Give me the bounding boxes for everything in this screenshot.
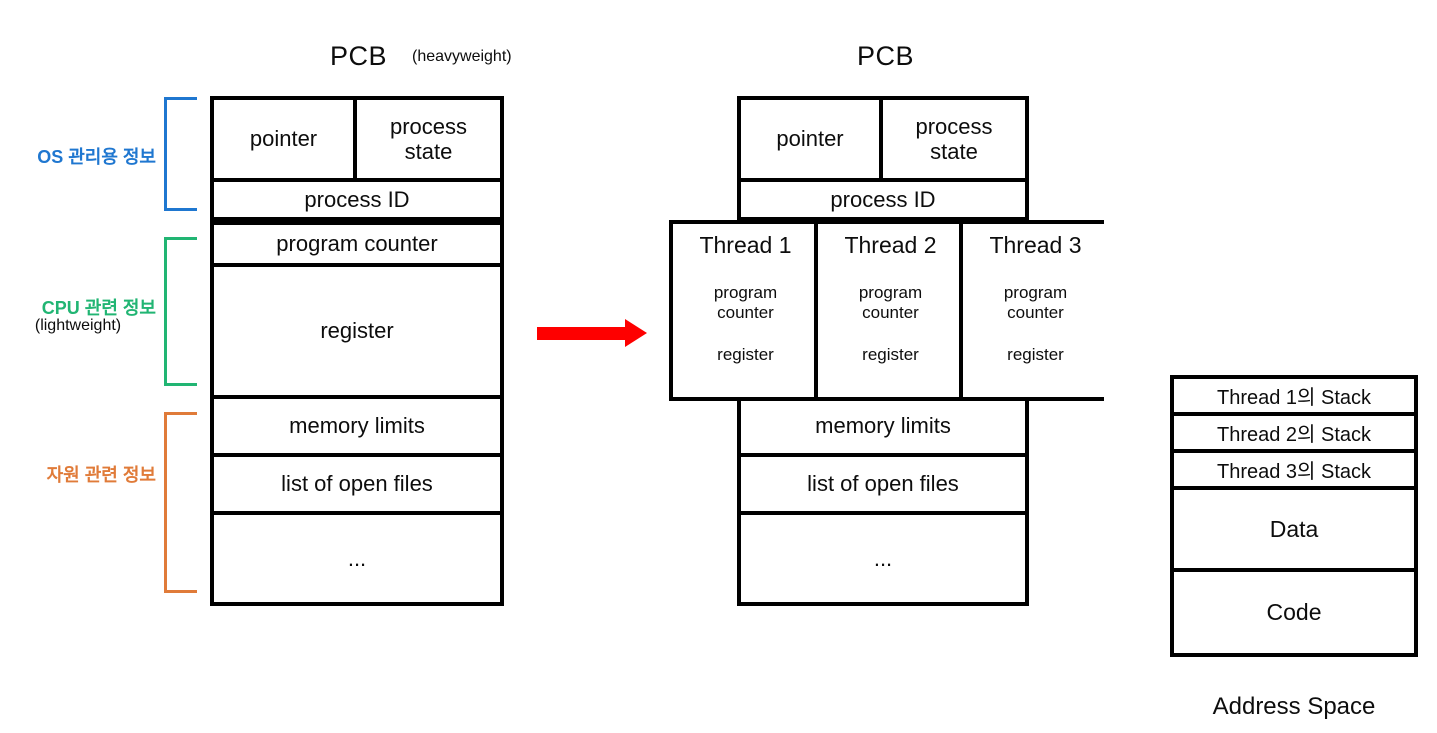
thread-divider-2	[959, 224, 963, 397]
pcb-left-process-id-cell: process ID	[210, 178, 504, 221]
address-space-row-label: Code	[1266, 599, 1322, 625]
thread-panel: Thread 1 program counter register Thread…	[669, 220, 1108, 401]
pcb-left-process-id-label: process ID	[304, 186, 410, 212]
left-pcb-title: PCB	[330, 41, 388, 71]
address-space-row-label: Thread 1의 Stack	[1216, 387, 1372, 409]
address-space-row-thread1-stack: Thread 1의 Stack	[1170, 375, 1418, 416]
bracket-sublabel-cpu-info: (lightweight)	[34, 317, 122, 334]
thread-cell-3: Thread 3 program counter register	[963, 224, 1108, 397]
pcb-right-process-id-cell: process ID	[737, 178, 1029, 221]
thread-cell-1: Thread 1 program counter register	[673, 224, 818, 397]
pcb-left-pointer-cell: pointer	[210, 96, 357, 182]
address-space-row-code: Code	[1170, 568, 1418, 657]
pcb-left: pointer process state process ID program…	[210, 96, 504, 606]
address-space-row-label: Thread 2의 Stack	[1216, 424, 1372, 446]
pcb-left-ellipsis-cell: ...	[210, 511, 504, 606]
address-space-diagram: Thread 1의 Stack Thread 2의 Stack Thread 3…	[1170, 375, 1418, 663]
pcb-left-process-state-cell: process state	[353, 96, 504, 182]
pcb-right-ellipsis-label: ...	[873, 545, 893, 571]
pcb-left-process-state-label: process state	[389, 113, 468, 164]
pcb-right-process-state-cell: process state	[879, 96, 1029, 182]
pcb-left-open-files-cell: list of open files	[210, 453, 504, 515]
thread-cell-2: Thread 2 program counter register	[818, 224, 963, 397]
address-space-row-label: Data	[1269, 515, 1319, 542]
pcb-left-program-counter-label: program counter	[276, 231, 438, 257]
thread-2-title: Thread 2	[844, 232, 937, 258]
pcb-left-register-label: register	[320, 318, 394, 344]
thread-3-program-counter: program counter	[1003, 283, 1068, 323]
pcb-right-memory-limits-cell: memory limits	[737, 395, 1029, 457]
pcb-left-pointer-label: pointer	[249, 126, 318, 152]
pcb-left-memory-limits-cell: memory limits	[210, 395, 504, 457]
bracket-os-info	[164, 97, 197, 211]
left-pcb-title-note: (heavyweight)	[412, 48, 512, 65]
thread-1-register: register	[717, 345, 774, 365]
pcb-left-open-files-label: list of open files	[281, 471, 433, 497]
bracket-label-cpu-info: CPU 관련 정보	[41, 298, 156, 318]
address-space-row-label: Thread 3의 Stack	[1216, 461, 1372, 483]
address-space-row-thread3-stack: Thread 3의 Stack	[1170, 449, 1418, 490]
pcb-left-ellipsis-label: ...	[347, 545, 367, 571]
pcb-right-process-state-label: process state	[915, 113, 993, 164]
pcb-right-open-files-label: list of open files	[807, 471, 959, 497]
bracket-label-resource-info: 자원 관련 정보	[46, 465, 156, 485]
thread-1-program-counter: program counter	[713, 283, 778, 323]
bracket-cpu-info	[164, 237, 197, 386]
pcb-right-ellipsis-cell: ...	[737, 511, 1029, 606]
bracket-resource-info	[164, 412, 197, 593]
address-space-row-thread2-stack: Thread 2의 Stack	[1170, 412, 1418, 453]
right-pcb-title: PCB	[857, 41, 915, 71]
pcb-right-process-id-label: process ID	[830, 186, 936, 212]
pcb-right-pointer-label: pointer	[776, 126, 844, 152]
pcb-right-memory-limits-label: memory limits	[815, 413, 951, 439]
transformation-arrow-shaft	[537, 327, 627, 340]
pcb-right: pointer process state process ID memory …	[737, 96, 1029, 606]
thread-2-register: register	[862, 345, 919, 365]
pcb-right-open-files-cell: list of open files	[737, 453, 1029, 515]
address-space-caption: Address Space	[1212, 693, 1376, 720]
thread-divider-1	[814, 224, 818, 397]
pcb-left-memory-limits-label: memory limits	[289, 413, 425, 439]
transformation-arrow-head	[625, 319, 647, 347]
thread-3-title: Thread 3	[989, 232, 1082, 258]
pcb-left-program-counter-cell: program counter	[210, 221, 504, 267]
thread-1-title: Thread 1	[699, 232, 792, 258]
thread-2-program-counter: program counter	[858, 283, 923, 323]
thread-3-register: register	[1007, 345, 1064, 365]
pcb-right-pointer-cell: pointer	[737, 96, 883, 182]
pcb-left-register-cell: register	[210, 263, 504, 399]
bracket-label-os-info: OS 관리용 정보	[37, 147, 156, 167]
address-space-row-data: Data	[1170, 486, 1418, 572]
